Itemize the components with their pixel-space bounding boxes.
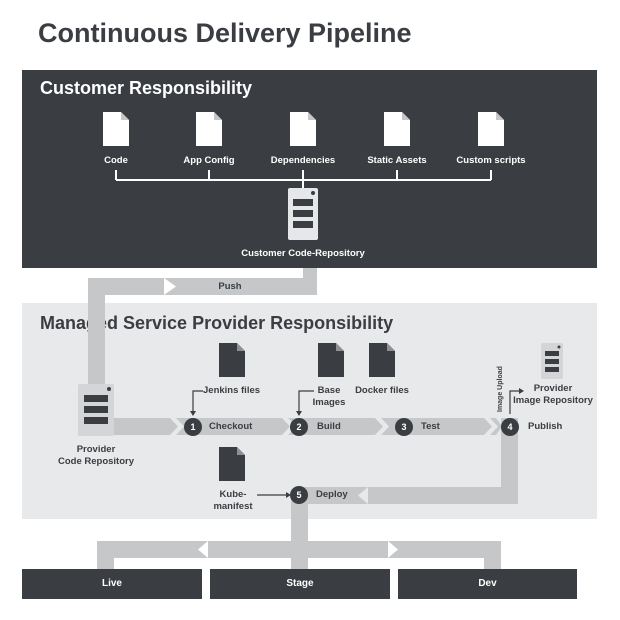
environment-label-live: Live <box>101 578 122 589</box>
file-label-dependencies: Dependencies <box>270 155 336 166</box>
environment-label-stage: Stage <box>286 578 314 589</box>
file-icon <box>478 112 504 146</box>
kube-manifest-label-1: Kube- <box>219 489 247 500</box>
file-label-app-config: App Config <box>183 155 235 166</box>
file-icon <box>369 343 395 377</box>
environment-dev: Dev <box>398 569 577 599</box>
file-icon <box>384 112 410 146</box>
file-icon <box>219 447 245 481</box>
base-images-label-2: Images <box>312 397 346 408</box>
provider-panel-heading: Managed Service Provider Responsibility <box>40 313 394 333</box>
docker-files-label: Docker files <box>355 385 409 396</box>
file-icon <box>103 112 129 146</box>
step-number-deploy: 5 <box>290 486 308 504</box>
environment-live: Live <box>22 569 202 599</box>
page-title: Continuous Delivery Pipeline <box>38 18 412 48</box>
step-label-test: Test <box>421 421 440 432</box>
step-label-build: Build <box>317 421 341 432</box>
environment-stage: Stage <box>210 569 390 599</box>
environment-label-dev: Dev <box>478 578 497 589</box>
provider-repo-label-2: Code Repository <box>57 456 134 467</box>
file-icon <box>196 112 222 146</box>
customer-repo-label: Customer Code-Repository <box>241 248 365 259</box>
file-label-code: Code <box>104 155 128 166</box>
server-icon <box>78 384 114 436</box>
server-icon <box>288 188 318 240</box>
jenkins-files-label: Jenkins files <box>203 385 261 396</box>
file-label-custom-scripts: Custom scripts <box>456 155 526 166</box>
step-number-build: 2 <box>290 418 308 436</box>
file-icon <box>290 112 316 146</box>
customer-panel-heading: Customer Responsibility <box>40 78 253 98</box>
provider-repo-label-1: Provider <box>76 444 116 455</box>
image-repo-label-1: Provider <box>533 383 573 394</box>
step-label-publish: Publish <box>528 421 563 432</box>
image-upload-label: Image Upload <box>497 366 504 412</box>
image-repo-label-2: Image Repository <box>513 395 593 406</box>
step-label-checkout: Checkout <box>209 421 253 432</box>
step-label-deploy: Deploy <box>316 489 348 500</box>
step-number-checkout: 1 <box>184 418 202 436</box>
base-images-label-1: Base <box>317 385 341 396</box>
file-label-static-assets: Static Assets <box>367 155 427 166</box>
server-icon <box>541 343 563 379</box>
kube-manifest-label-2: manifest <box>213 501 253 512</box>
step-number-publish: 4 <box>501 418 519 436</box>
push-label: Push <box>218 281 242 292</box>
step-number-test: 3 <box>395 418 413 436</box>
file-icon <box>219 343 245 377</box>
file-icon <box>318 343 344 377</box>
